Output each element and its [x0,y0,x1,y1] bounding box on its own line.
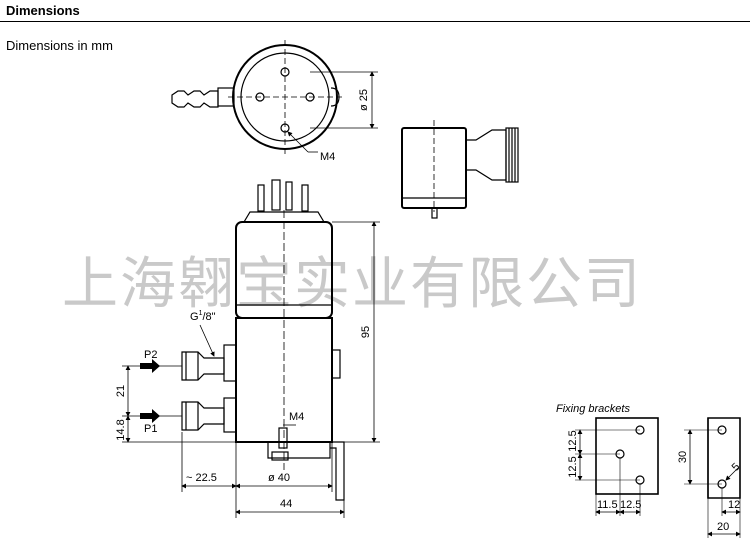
watermark-text: 上海翱宝实业有限公司 [62,252,642,317]
dim-bracket-12-5-b: 12.5 [567,456,579,477]
dim-bracket-30: 30 [677,451,689,463]
dim-44: 44 [280,498,292,510]
page-subtitle: Dimensions in mm [6,38,113,53]
title-divider [0,21,750,22]
dim-bracket-12-5-c: 12.5 [620,499,641,511]
fixing-bracket-front [575,417,659,516]
dim-40: ø 40 [268,472,290,484]
label-thread-fitting: G1/8" [190,310,216,323]
top-view [171,40,378,156]
front-view [122,179,380,518]
dim-14-8: 14.8 [115,419,127,440]
brackets-title: Fixing brackets [556,403,630,415]
dim-bracket-12: 12 [728,499,740,511]
label-port-p2: P2 [144,349,157,361]
label-port-p1: P1 [144,423,157,435]
label-top-m4: M4 [320,151,335,163]
dim-top-diameter: ø 25 [358,89,370,111]
port-arrows [140,359,160,423]
dim-95: 95 [360,326,372,338]
connector-plug [401,120,519,219]
dim-22-5: ~ 22.5 [186,472,217,484]
dim-bracket-11-5: 11.5 [597,499,618,511]
dim-bracket-12-5-a: 12.5 [567,430,579,451]
fixing-bracket-side [684,417,741,538]
page-title: Dimensions [6,3,80,18]
dim-bracket-20: 20 [717,521,729,533]
label-bottom-m4: M4 [289,411,304,423]
dim-21: 21 [115,385,127,397]
